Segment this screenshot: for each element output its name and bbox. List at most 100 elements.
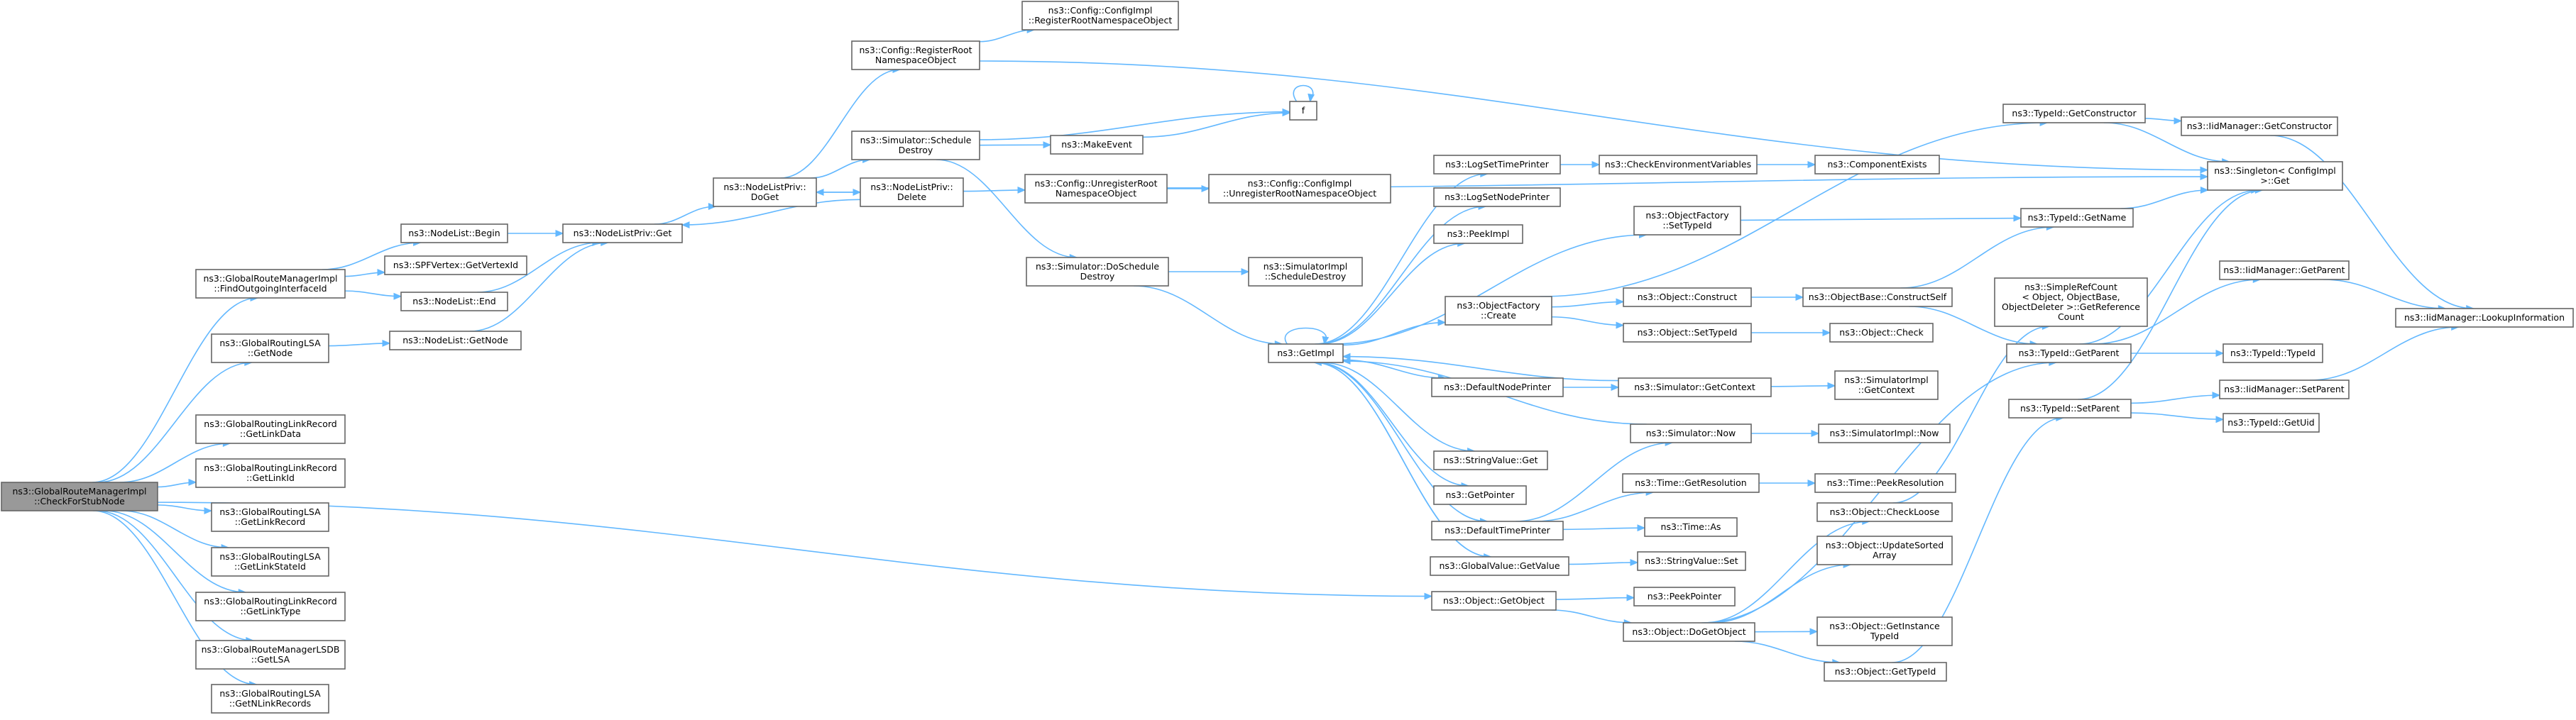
node-getLinkType[interactable]: ns3::GlobalRoutingLinkRecord::GetLinkTyp… <box>195 592 346 621</box>
node-nlpGet[interactable]: ns3::NodeListPriv::Get <box>562 223 683 243</box>
node-timeAs[interactable]: ns3::Time::As <box>1644 517 1738 537</box>
edge-defaultTimePrinter-to-timeGetResolution <box>1535 489 1655 522</box>
edge-line <box>1551 609 1632 624</box>
node-label: ns3::GetPointer <box>1446 489 1516 500</box>
node-simScheduleDestroy[interactable]: ns3::Simulator::ScheduleDestroy <box>851 131 980 160</box>
node-defaultNodePrinter[interactable]: ns3::DefaultNodePrinter <box>1431 377 1564 397</box>
node-label: ns3::Object::Construct <box>1638 292 1738 302</box>
node-peekPointer[interactable]: ns3::PeekPointer <box>1633 587 1736 607</box>
node-nlpDelete[interactable]: ns3::NodeListPriv::Delete <box>860 177 964 207</box>
node-box <box>2223 343 2323 363</box>
node-typeIdGetParent[interactable]: ns3::TypeId::GetParent <box>2006 343 2132 363</box>
node-getLSA[interactable]: ns3::GlobalRouteManagerLSDB::GetLSA <box>195 640 346 670</box>
node-typeIdTypeId[interactable]: ns3::TypeId::TypeId <box>2223 343 2323 363</box>
node-label: ns3::Singleton< ConfigImpl <box>2214 165 2336 176</box>
node-label: ns3::SimulatorImpl <box>1844 375 1928 385</box>
node-spfGetVertexId[interactable]: ns3::SPFVertex::GetVertexId <box>384 255 527 275</box>
node-simNow[interactable]: ns3::Simulator::Now <box>1630 423 1752 443</box>
node-objCheck[interactable]: ns3::Object::Check <box>1829 323 1934 343</box>
node-logSetTimePrinter[interactable]: ns3::LogSetTimePrinter <box>1433 155 1561 175</box>
edge-line <box>2079 189 2259 345</box>
node-typeIdSetParent[interactable]: ns3::TypeId::SetParent <box>2008 399 2132 419</box>
node-label: ::GetNLinkRecords <box>229 698 311 709</box>
node-componentExists[interactable]: ns3::ComponentExists <box>1814 155 1940 175</box>
node-objFactorySetTypeId[interactable]: ns3::ObjectFactory::SetTypeId <box>1633 206 1741 236</box>
node-peekImpl[interactable]: ns3::PeekImpl <box>1433 224 1523 244</box>
node-getLinkData[interactable]: ns3::GlobalRoutingLinkRecord::GetLinkDat… <box>195 414 346 444</box>
node-f[interactable]: f <box>1289 101 1317 121</box>
node-box <box>1814 473 1956 493</box>
node-label: NamespaceObject <box>875 55 956 65</box>
node-iidLookupInfo[interactable]: ns3::IidManager::LookupInformation <box>2395 308 2574 328</box>
node-cfgUnreg[interactable]: ns3::Config::UnregisterRootNamespaceObje… <box>1024 174 1168 204</box>
node-iidSetParent[interactable]: ns3::IidManager::SetParent <box>2219 380 2350 399</box>
edge-line <box>1540 122 2048 297</box>
node-nlGetNode[interactable]: ns3::NodeList::GetNode <box>389 331 522 350</box>
node-checkEnvVars[interactable]: ns3::CheckEnvironmentVariables <box>1599 155 1758 175</box>
node-defaultTimePrinter[interactable]: ns3::DefaultTimePrinter <box>1431 521 1564 541</box>
node-stringValueSet[interactable]: ns3::StringValue::Set <box>1637 551 1746 571</box>
node-box <box>2395 308 2574 328</box>
node-objGetObject[interactable]: ns3::Object::GetObject <box>1431 591 1557 611</box>
node-simImplSchedDestroy[interactable]: ns3::SimulatorImpl::ScheduleDestroy <box>1248 257 1363 287</box>
node-objFactoryCreate[interactable]: ns3::ObjectFactory::Create <box>1445 296 1552 326</box>
node-typeIdGetName[interactable]: ns3::TypeId::GetName <box>2020 208 2134 228</box>
node-findOut[interactable]: ns3::GlobalRouteManagerImpl::FindOutgoin… <box>195 269 346 299</box>
node-getNLinkRecords[interactable]: ns3::GlobalRoutingLSA::GetNLinkRecords <box>211 684 329 714</box>
node-label: ns3::ObjectBase::ConstructSelf <box>1809 292 1947 302</box>
node-cfgImplReg[interactable]: ns3::Config::ConfigImpl::RegisterRootNam… <box>1021 1 1179 31</box>
node-getPointer[interactable]: ns3::GetPointer <box>1433 485 1527 505</box>
node-label: ns3::NodeListPriv:: <box>723 182 806 192</box>
edge-line <box>1900 226 2054 289</box>
edge-arrowhead <box>1807 161 1816 168</box>
edge-line <box>92 297 258 483</box>
node-nlpDoGet[interactable]: ns3::NodeListPriv::DoGet <box>713 177 817 207</box>
node-timePeekResolution[interactable]: ns3::Time::PeekResolution <box>1814 473 1956 493</box>
node-box <box>384 255 527 275</box>
node-cfgImplUnreg[interactable]: ns3::Config::ConfigImpl::UnregisterRootN… <box>1208 174 1391 204</box>
node-singletonGet[interactable]: ns3::Singleton< ConfigImpl>::Get <box>2207 161 2343 191</box>
node-box <box>2207 161 2343 191</box>
edge-line <box>1319 243 1465 345</box>
node-timeGetResolution[interactable]: ns3::Time::GetResolution <box>1622 473 1760 493</box>
node-label: ns3::Simulator::GetContext <box>1634 382 1755 392</box>
node-typeIdGetUid[interactable]: ns3::TypeId::GetUid <box>2223 413 2320 433</box>
node-objGetTypeId[interactable]: ns3::Object::GetTypeId <box>1824 662 1947 682</box>
node-objConstruct[interactable]: ns3::Object::Construct <box>1623 287 1752 307</box>
node-iidGetConstructor[interactable]: ns3::IidManager::GetConstructor <box>2181 116 2338 136</box>
node-label: ns3::TypeId::GetName <box>2028 212 2127 223</box>
node-nlEnd[interactable]: ns3::NodeList::End <box>400 292 508 311</box>
node-getLinkId[interactable]: ns3::GlobalRoutingLinkRecord::GetLinkId <box>195 458 346 488</box>
node-typeIdGetConstructor[interactable]: ns3::TypeId::GetConstructor <box>2002 104 2146 123</box>
node-objCheckLoose[interactable]: ns3::Object::CheckLoose <box>1816 502 1953 522</box>
node-getLinkRecord[interactable]: ns3::GlobalRoutingLSA::GetLinkRecord <box>211 502 329 532</box>
edge-nlBegin-to-nlpGet <box>508 230 564 237</box>
node-lsaGetNode[interactable]: ns3::GlobalRoutingLSA::GetNode <box>211 333 329 363</box>
edge-arrowhead <box>555 230 564 237</box>
node-simGetContext[interactable]: ns3::Simulator::GetContext <box>1618 377 1772 397</box>
node-cfgRegRoot[interactable]: ns3::Config::RegisterRootNamespaceObject <box>851 40 980 70</box>
edge-objFactorySetTypeId-to-typeIdGetName <box>1740 214 2022 222</box>
node-globalValueGetValue[interactable]: ns3::GlobalValue::GetValue <box>1430 556 1569 576</box>
node-getLinkStateId[interactable]: ns3::GlobalRoutingLSA::GetLinkStateId <box>211 547 329 577</box>
node-getImpl[interactable]: ns3::GetImpl <box>1268 343 1344 363</box>
node-simImplGetContext[interactable]: ns3::SimulatorImpl::GetContext <box>1834 370 1939 400</box>
node-makeEvent[interactable]: ns3::MakeEvent <box>1050 135 1144 155</box>
node-objBaseConstructSelf[interactable]: ns3::ObjectBase::ConstructSelf <box>1802 287 1953 307</box>
node-simImplNow[interactable]: ns3::SimulatorImpl::Now <box>1818 423 1951 443</box>
edge-line <box>328 343 390 347</box>
node-box <box>1430 556 1569 576</box>
edge-line <box>1740 217 2022 221</box>
node-root[interactable]: ns3::GlobalRouteManagerImpl::CheckForStu… <box>1 482 158 511</box>
node-logSetNodePrinter[interactable]: ns3::LogSetNodePrinter <box>1433 187 1561 207</box>
node-stringValueGet[interactable]: ns3::StringValue::Get <box>1433 450 1548 470</box>
node-objSetTypeId[interactable]: ns3::Object::SetTypeId <box>1623 323 1752 343</box>
node-label: ns3::NodeList::GetNode <box>402 335 508 345</box>
node-nlBegin[interactable]: ns3::NodeList::Begin <box>400 223 508 243</box>
node-iidGetParent[interactable]: ns3::IidManager::GetParent <box>2219 260 2350 280</box>
node-objDoGetObject[interactable]: ns3::Object::DoGetObject <box>1623 622 1755 642</box>
node-simpleRefCount[interactable]: ns3::SimpleRefCount< Object, ObjectBase,… <box>1994 277 2148 327</box>
